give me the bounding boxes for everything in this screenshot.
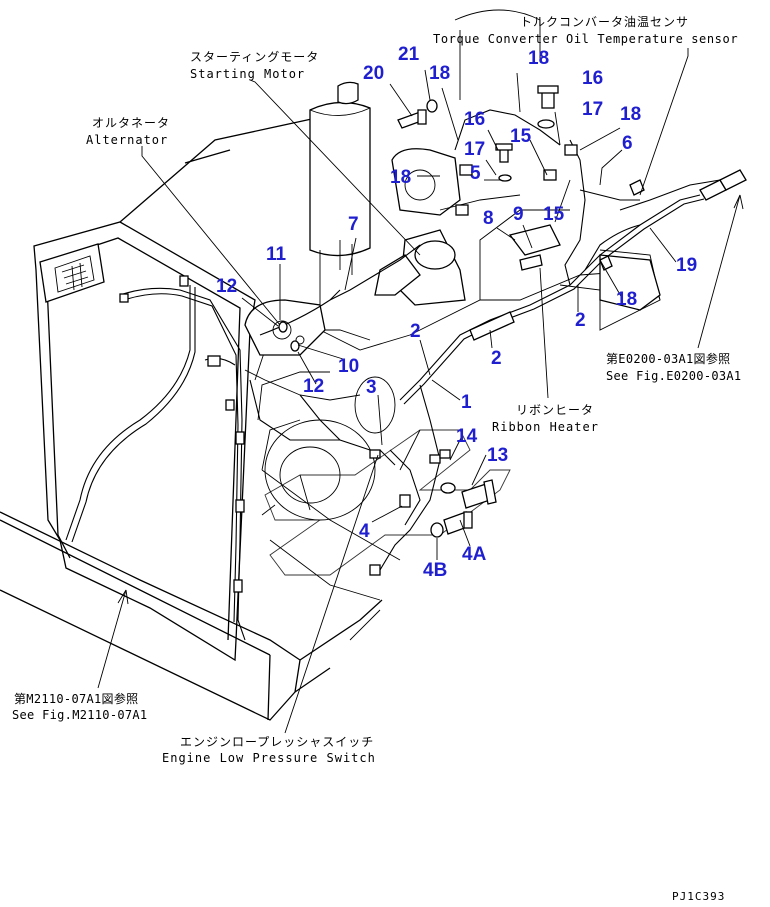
part-number-4: 4	[359, 521, 370, 542]
alternator-label-jp: オルタネータ	[92, 116, 171, 130]
ribbon-heater-label-jp: リボンヒータ	[516, 403, 595, 417]
drawing-code: PJ1C393	[672, 890, 726, 903]
part-number-2: 2	[410, 321, 421, 342]
engine-low-pressure-switch-label-jp: エンジンロープレッシャスイッチ	[180, 735, 375, 749]
part-number-12: 12	[216, 276, 238, 297]
part-number-17: 17	[464, 139, 486, 160]
see-fig-m2110-label-jp: 第M2110-07A1図参照	[14, 692, 139, 706]
part-number-4B: 4B	[423, 560, 448, 581]
wiring-harness	[65, 109, 747, 641]
part-number-18: 18	[616, 289, 638, 310]
part-number-20: 20	[363, 63, 385, 84]
leader-lines	[97, 48, 744, 734]
part-number-19: 19	[676, 255, 698, 276]
part-number-11: 11	[266, 244, 287, 265]
part-number-18: 18	[620, 104, 642, 125]
starting-motor-label-en: Starting Motor	[190, 67, 306, 81]
part-number-6: 6	[622, 133, 633, 154]
part-number-5: 5	[470, 163, 481, 184]
part-number-15: 15	[543, 204, 565, 225]
part-number-17: 17	[582, 99, 604, 120]
part-number-1: 1	[461, 392, 472, 413]
part-number-12: 12	[303, 376, 325, 397]
part-number-16: 16	[464, 109, 486, 130]
part-number-16: 16	[582, 68, 604, 89]
radiator-frame	[0, 114, 383, 721]
part-number-2: 2	[491, 348, 502, 369]
fasteners	[278, 85, 559, 538]
see-fig-e0200-label-en: See Fig.E0200-03A1	[606, 369, 742, 383]
part-number-18: 18	[429, 63, 451, 84]
engine-block	[244, 9, 661, 401]
part-number-21: 21	[398, 44, 420, 65]
alternator-label-en: Alternator	[86, 133, 169, 147]
part-number-3: 3	[366, 377, 377, 398]
part-number-8: 8	[483, 208, 494, 229]
torque-converter-sensor-label-jp: トルクコンバータ油温センサ	[520, 15, 690, 29]
torque-converter-sensor-label-en: Torque Converter Oil Temperature sensor	[433, 32, 739, 46]
part-number-18: 18	[390, 167, 412, 188]
part-number-18: 18	[528, 48, 550, 69]
part-number-4A: 4A	[462, 544, 487, 565]
engine-low-pressure-switch-label-en: Engine Low Pressure Switch	[162, 751, 376, 765]
part-number-15: 15	[510, 126, 532, 147]
see-fig-e0200-label-jp: 第E0200-03A1図参照	[606, 352, 731, 366]
part-number-7: 7	[348, 214, 359, 235]
part-number-2: 2	[575, 310, 586, 331]
part-number-9: 9	[513, 204, 524, 225]
part-number-14: 14	[456, 426, 478, 447]
part-number-10: 10	[338, 356, 360, 377]
starting-motor-label-jp: スターティングモータ	[190, 50, 320, 64]
see-fig-m2110-label-en: See Fig.M2110-07A1	[12, 708, 148, 722]
part-number-13: 13	[487, 445, 509, 466]
ribbon-heater-label-en: Ribbon Heater	[492, 420, 599, 434]
